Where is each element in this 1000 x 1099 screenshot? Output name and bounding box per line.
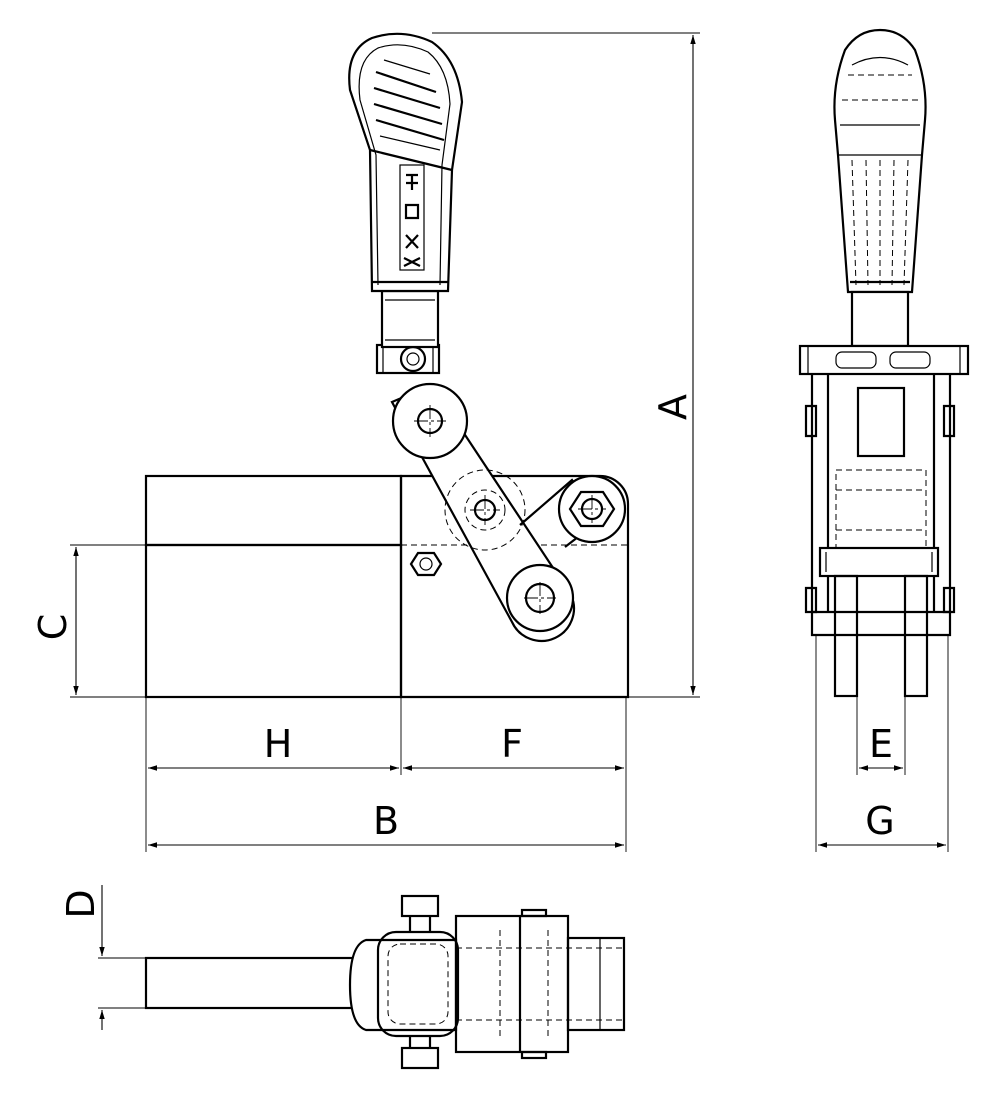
- top-body: [454, 908, 626, 1060]
- dimension-label-F: F: [501, 722, 523, 766]
- dimension-E: E: [856, 696, 906, 775]
- dimension-label-A: A: [651, 394, 695, 420]
- handle-grip: [348, 32, 464, 293]
- handle-shaft: [380, 289, 440, 349]
- top-bar: [144, 956, 368, 1010]
- side-grip: [833, 28, 927, 294]
- side-jaws: [833, 574, 929, 698]
- top-head: [348, 894, 460, 1070]
- front-view: [144, 32, 630, 699]
- dimension-G: G: [815, 636, 949, 852]
- side-mount: [798, 344, 970, 376]
- side-body: [804, 374, 956, 637]
- clamp-arm: [390, 382, 627, 643]
- dimension-D: D: [59, 885, 146, 1030]
- dimension-A: A: [432, 32, 700, 698]
- dimension-label-E: E: [869, 722, 893, 766]
- base-nut: [409, 551, 443, 577]
- side-view: [798, 28, 970, 698]
- handle-mount: [375, 343, 441, 375]
- dimension-label-H: H: [264, 722, 293, 766]
- top-view: [144, 894, 626, 1070]
- dimension-C: C: [31, 544, 146, 698]
- dimension-label-C: C: [31, 614, 75, 641]
- pivot-pins: [414, 405, 616, 614]
- dimension-B: B: [148, 799, 624, 848]
- dimension-H: H: [145, 697, 402, 852]
- dimension-F: F: [403, 697, 627, 852]
- dimension-label-G: G: [865, 799, 894, 843]
- dimension-label-B: B: [373, 799, 399, 843]
- side-shaft: [850, 290, 910, 348]
- dimension-label-D: D: [59, 889, 103, 918]
